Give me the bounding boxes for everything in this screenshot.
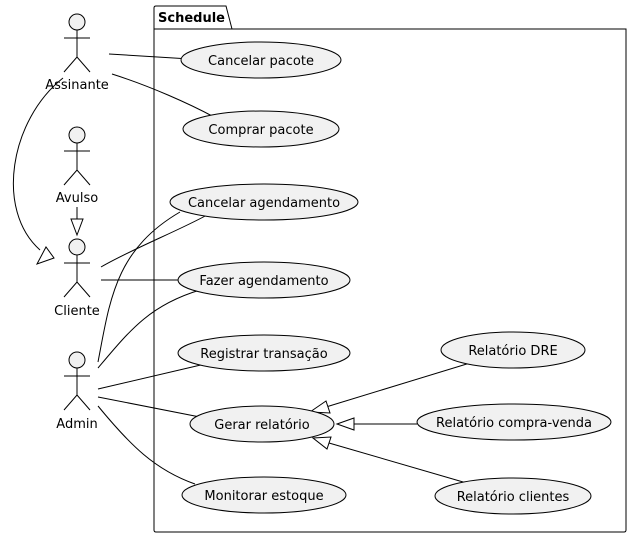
use-case-relatorio-dre: Relatório DRE [440, 331, 586, 369]
use-case-ellipse [169, 183, 359, 221]
use-case-ellipse [434, 477, 592, 515]
use-case-fazer-agendamento: Fazer agendamento [177, 261, 351, 299]
assoc-admin-registrar-transacao [97, 363, 206, 390]
assoc-admin-monitorar-estoque [97, 405, 196, 485]
associations [97, 53, 215, 485]
actor-head [68, 126, 86, 144]
use-case-label: Monitorar estoque [204, 489, 323, 504]
generalization-arrowhead [35, 246, 55, 265]
actor-assinante: Assinante [45, 13, 109, 93]
package-tab [153, 5, 233, 30]
use-case-ellipse [189, 405, 335, 443]
use-case-label: Relatório DRE [468, 344, 557, 359]
actor-label: Admin [56, 417, 97, 432]
use-case-registrar-transacao: Registrar transação [177, 334, 351, 372]
actor-legs [63, 281, 91, 298]
package-frame [153, 28, 627, 533]
use-case-label: Fazer agendamento [199, 274, 328, 289]
use-case-label: Relatório clientes [457, 490, 570, 505]
use-case-cancelar-agendamento: Cancelar agendamento [169, 183, 359, 221]
use-case-gerar-relatorio: Gerar relatório [189, 405, 335, 443]
use-case-label: Relatório compra-venda [436, 416, 592, 431]
actor-legs [63, 169, 91, 186]
generalization-relatorio-clientes [328, 442, 471, 485]
assoc-admin-cancelar-agendamento [97, 211, 181, 363]
assoc-cliente-cancelar-agendamento [100, 214, 208, 268]
generalization-arrowhead [308, 400, 331, 414]
package-title: Schedule [158, 11, 225, 26]
use-case-ellipse [181, 476, 347, 514]
actor-admin: Admin [56, 351, 98, 432]
use-case-label: Gerar relatório [214, 418, 310, 433]
use-case-comprar-pacote: Comprar pacote [182, 110, 340, 148]
assoc-admin-gerar-relatorio [97, 396, 206, 419]
use-case-ellipse [180, 41, 342, 79]
actor-label: Avulso [56, 191, 98, 206]
use-case-ellipse [177, 334, 351, 372]
actor-head [68, 13, 86, 31]
use-case-relatorio-compra-venda: Relatório compra-venda [416, 403, 612, 441]
assoc-admin-fazer-agendamento [97, 289, 201, 369]
use-case-ellipse [182, 110, 340, 148]
actor-legs [63, 394, 91, 411]
use-case-ellipse [440, 331, 586, 369]
actor-label: Assinante [45, 78, 109, 93]
actor-head [68, 238, 86, 256]
use-case-ellipse [416, 403, 612, 441]
actor-head [68, 351, 86, 369]
use-case-ellipse [177, 261, 351, 299]
actor-label: Cliente [54, 304, 100, 319]
use-case-label: Registrar transação [200, 347, 327, 362]
use-case-relatorio-clientes: Relatório clientes [434, 477, 592, 515]
generalization-arrowhead [335, 417, 355, 431]
generalization-arrowhead [70, 218, 84, 237]
assoc-assinante-comprar-pacote [111, 73, 215, 118]
generalization-assinante-cliente [12, 77, 64, 251]
package-schedule: Schedule [153, 5, 627, 533]
generalization-arrowhead [311, 436, 332, 450]
actor-legs [63, 56, 91, 73]
use-case-label: Comprar pacote [208, 123, 313, 138]
actor-cliente: Cliente [54, 238, 100, 319]
use-case-label: Cancelar agendamento [188, 196, 340, 211]
actor-avulso: Avulso [56, 126, 98, 206]
assoc-assinante-cancelar-pacote [108, 53, 191, 60]
use-case-label: Cancelar pacote [208, 54, 314, 69]
generalizations [12, 77, 471, 485]
use-case-monitorar-estoque: Monitorar estoque [181, 476, 347, 514]
use-case-cancelar-pacote: Cancelar pacote [180, 41, 342, 79]
generalization-relatorio-dre [325, 362, 471, 408]
